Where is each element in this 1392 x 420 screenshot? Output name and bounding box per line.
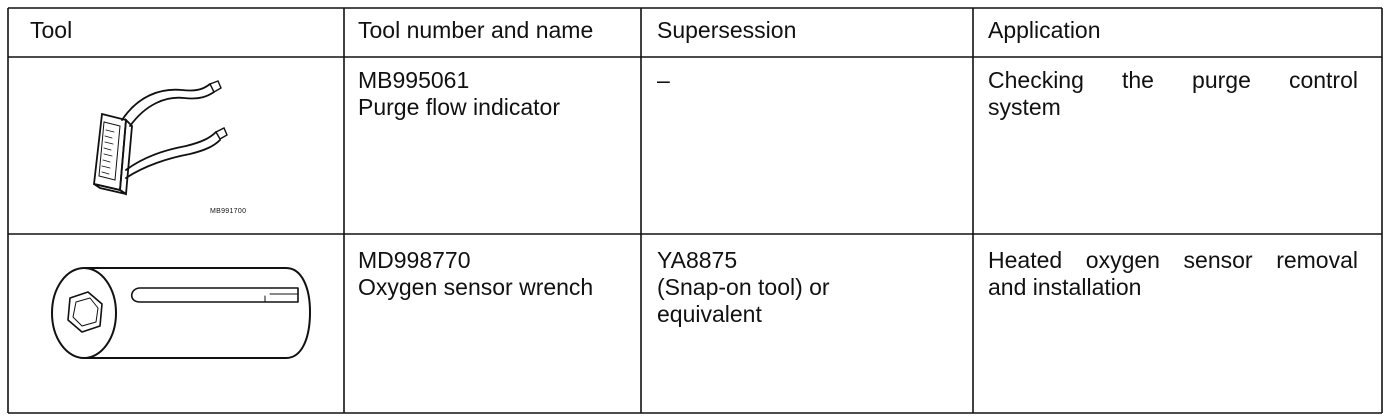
tool-name: Purge flow indicator [358, 94, 560, 120]
supersession-line: (Snap-on tool) or [657, 274, 830, 300]
application: Heated oxygen sensor removal and install… [988, 247, 1358, 301]
header-tool-number-and-name: Tool number and name [358, 17, 594, 43]
purge-flow-indicator-icon: MB991700 [93, 80, 246, 215]
oxygen-sensor-wrench-icon [51, 267, 311, 359]
header-tool: Tool [30, 17, 73, 43]
header-application: Application [988, 17, 1101, 43]
tool-image-code: MB991700 [210, 208, 246, 215]
tool-number: MB995061 [358, 67, 470, 93]
application-line: Heated oxygen sensor removal [988, 247, 1358, 273]
tool-name: Oxygen sensor wrench [358, 274, 594, 300]
supersession-line: YA8875 [657, 247, 738, 273]
header-supersession: Supersession [657, 17, 797, 43]
supersession: – [657, 67, 670, 94]
supersession-line: – [657, 67, 670, 93]
application-line: and installation [988, 274, 1142, 300]
supersession: YA8875 (Snap-on tool) or equivalent [657, 247, 830, 328]
application: Checking the purge control system [988, 67, 1358, 121]
application-line: system [988, 94, 1061, 120]
tool-number: MD998770 [358, 247, 471, 273]
supersession-line: equivalent [657, 301, 762, 327]
tool-number-name: MB995061 Purge flow indicator [358, 67, 560, 121]
tool-number-name: MD998770 Oxygen sensor wrench [358, 247, 593, 301]
application-line: Checking the purge control [988, 67, 1358, 93]
